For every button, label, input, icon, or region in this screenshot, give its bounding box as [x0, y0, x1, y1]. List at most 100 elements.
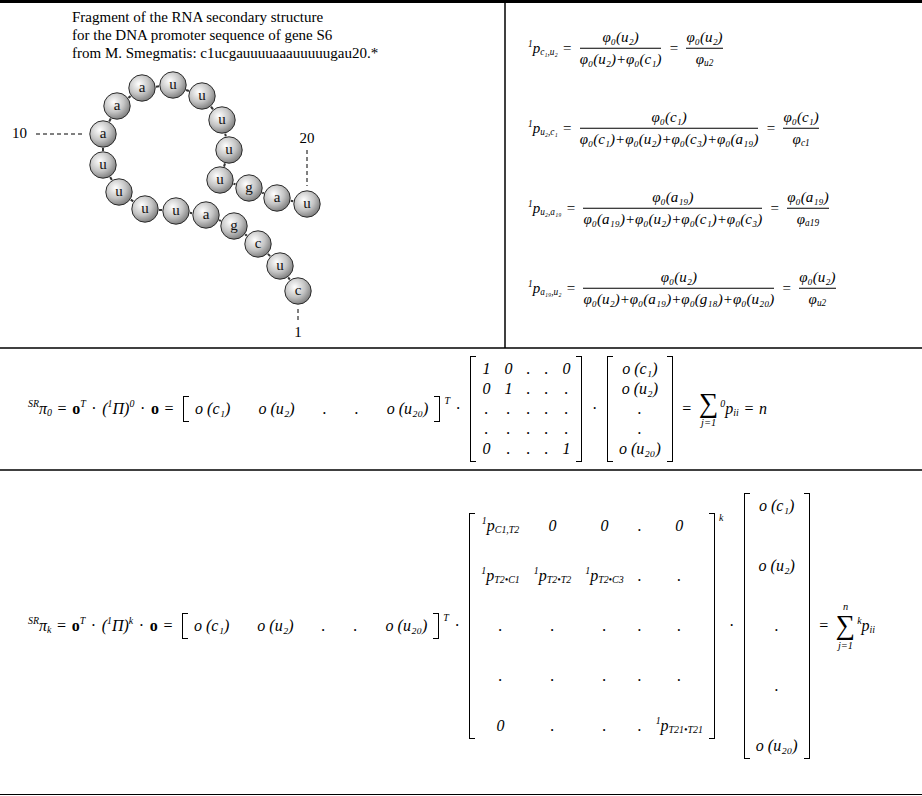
math-group: φa19 [797, 210, 819, 229]
math-symbol: . [638, 616, 642, 636]
math-group: o (c₁)o (u₂)..o (u₂₀)T [179, 396, 450, 422]
sum-limit: j=1 [838, 640, 853, 651]
fraction-bar [783, 128, 818, 129]
right-bracket [433, 613, 439, 639]
column-rule [504, 0, 506, 348]
superscript: 1 [528, 199, 533, 209]
math-symbol: p [533, 39, 541, 58]
math-symbol: . [564, 399, 568, 419]
left-bracket [607, 356, 613, 462]
subscript: u2 [704, 58, 713, 68]
math-symbol: π [39, 616, 47, 636]
backbone-link [233, 183, 235, 186]
operator-symbol: · [91, 399, 96, 419]
math-group: φ₀(c₁) [783, 108, 818, 127]
bead-circle [160, 72, 186, 98]
nucleotide-letter: a [192, 201, 220, 227]
math-symbol: . [564, 379, 568, 399]
matrix: 10..001.............0...1 [476, 356, 576, 462]
sum-limit: j=1 [701, 417, 716, 428]
sum-sign: ∑ [836, 612, 855, 639]
math-symbol: . [544, 419, 548, 439]
math-group: φ₀(u₂) [686, 28, 722, 47]
math-group: (1Π)k [102, 616, 134, 636]
right-bracket [709, 513, 715, 739]
math-symbol: 1 [504, 379, 512, 399]
subscript: u₂,a₁₉ [540, 207, 561, 217]
math-symbol: . [506, 419, 510, 439]
left-bracket [470, 356, 476, 462]
math-symbol: o (u₂₀) [619, 439, 661, 459]
math-symbol: . [602, 716, 606, 736]
superscript: 1 [481, 566, 486, 577]
math-symbol: ( [102, 399, 107, 419]
math-group: 0pii [720, 399, 738, 419]
math-symbol: . [526, 419, 530, 439]
math-group: SRπk [28, 616, 51, 636]
math-symbol: . [550, 716, 554, 736]
math-symbol: o (c₁) [759, 496, 794, 516]
backbone-link [159, 209, 162, 211]
top-rule [0, 0, 922, 3]
bracket-group: 10..001.............0...1 [470, 356, 582, 462]
math-symbol: . [677, 666, 681, 686]
operator-symbol: · [454, 616, 459, 636]
math-symbol: . [544, 439, 548, 459]
backbone-link [186, 90, 189, 91]
subscript: C1,T2 [495, 525, 520, 536]
math-group: φ₀(u₂)+φ₀(a₁₉)+φ₀(g₁₈)+φ₀(u₂₀) [583, 290, 774, 309]
backbone-link [211, 107, 213, 109]
backbone-link [190, 212, 192, 214]
sum-limit: n [843, 601, 848, 612]
nucleotide-letter: a [103, 92, 131, 118]
superscript: 0 [129, 399, 134, 410]
nucleotide-letter: u [188, 82, 216, 108]
operator-symbol: · [140, 399, 145, 419]
formula: 1pa₁₉,u₂=φ₀(u₂)φ₀(u₂)+φ₀(a₁₉)+φ₀(g₁₈)+φ₀… [528, 268, 839, 309]
backbone-link [109, 119, 110, 122]
math-group: kpii [857, 616, 875, 636]
right-bracket [667, 356, 673, 462]
superscript: 1 [534, 566, 539, 577]
nucleotide-letter: u [208, 106, 236, 132]
nucleotide-letter: c [244, 230, 272, 256]
math-symbol: 0 [482, 439, 490, 459]
nucleotide-bead: u [266, 252, 294, 280]
row-rule [0, 347, 922, 349]
operator-symbol: = [770, 199, 778, 218]
math-symbol: φ [696, 50, 704, 69]
nucleotide-bead: g [220, 212, 248, 240]
fraction: φ₀(c₁)φc1 [783, 108, 818, 149]
nucleotide-letter: u [89, 151, 117, 177]
fraction-bar [580, 128, 759, 129]
math-symbol: φ₀(u₂) [686, 28, 722, 47]
subscript: T2•C1 [494, 575, 520, 586]
superscript: k [857, 616, 861, 627]
math-symbol: p [862, 616, 870, 636]
operator-symbol: · [139, 616, 144, 636]
nucleotide-letter: g [220, 212, 248, 238]
math-symbol: φ₀(c₁) [783, 108, 818, 127]
bead-circle [285, 278, 311, 304]
subscript: c1 [801, 138, 810, 148]
bead-circle [189, 83, 215, 109]
nucleotide-bead: u [293, 190, 321, 218]
math-symbol: . [638, 566, 642, 586]
superscript: k [719, 513, 723, 524]
nucleotide-bead: a [103, 92, 131, 120]
position-number: 20 [300, 130, 315, 147]
nucleotide-letter: u [266, 252, 294, 278]
fraction: φ₀(u₂)φ₀(u₂)+φ₀(a₁₉)+φ₀(g₁₈)+φ₀(u₂₀) [583, 268, 774, 309]
operator-symbol: · [729, 616, 734, 636]
math-symbol: . [775, 676, 779, 696]
row-vector: o (c₁)o (u₂)..o (u₂₀) [189, 396, 434, 422]
fraction: φ₀(c₁)φ₀(c₁)+φ₀(u₂)+φ₀(c₃)+φ₀(a₁₉) [580, 108, 759, 149]
operator-symbol: = [57, 616, 66, 636]
superscript: 1 [108, 399, 113, 410]
math-symbol: o (c₁) [195, 399, 230, 419]
left-bracket [744, 493, 750, 759]
math-group: 1pT2•C1 [481, 566, 519, 586]
nucleotide-bead: u [159, 71, 187, 99]
